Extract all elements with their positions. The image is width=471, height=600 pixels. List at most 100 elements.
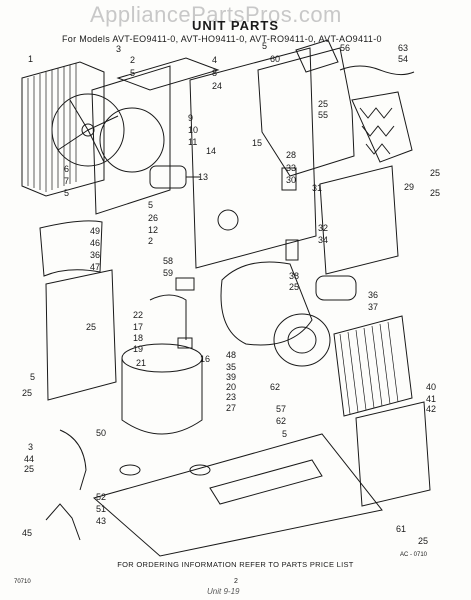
callout-label: 40 <box>426 382 436 392</box>
callout-label: 37 <box>368 302 378 312</box>
callout-label: 5 <box>148 200 153 210</box>
callout-label: 3 <box>28 442 33 452</box>
callout-label: 28 <box>286 150 296 160</box>
callout-label: 38 <box>289 271 299 281</box>
callout-label: 45 <box>22 528 32 538</box>
callout-label: 36 <box>90 250 100 260</box>
model-list: For Models AVT-EO9411-0, AVT-HO9411-0, A… <box>62 34 382 44</box>
callout-label: 3 <box>116 44 121 54</box>
callout-label: 56 <box>340 43 350 53</box>
callout-label: 42 <box>426 404 436 414</box>
handwritten-note: Unit 9-19 <box>207 587 240 596</box>
callout-label: 1 <box>28 54 33 64</box>
callout-label: 32 <box>318 223 328 233</box>
callout-label: 2 <box>148 236 153 246</box>
callout-label: 5 <box>64 188 69 198</box>
condenser-coil-top <box>21 61 105 197</box>
callout-label: 22 <box>133 310 143 320</box>
callout-label: 50 <box>96 428 106 438</box>
overload-relay <box>175 277 195 349</box>
callout-label: 30 <box>286 175 296 185</box>
callout-label: 16 <box>200 354 210 364</box>
callout-label: 19 <box>133 344 143 354</box>
callout-label: 48 <box>226 350 236 360</box>
callout-label: 6 <box>64 164 69 174</box>
callout-label: 17 <box>133 322 143 332</box>
page-title: UNIT PARTS <box>191 18 280 33</box>
center-partition-panel <box>189 47 317 269</box>
callout-label: 5 <box>262 41 267 51</box>
thermostat-bulb <box>339 65 415 76</box>
callout-label: 25 <box>430 188 440 198</box>
watermark: AppliancePartsPros.com <box>90 2 342 27</box>
callout-label: 8 <box>212 68 217 78</box>
front-panel <box>355 401 431 507</box>
callout-label: 23 <box>226 392 236 402</box>
blower-motor <box>315 275 357 301</box>
ordering-note: FOR ORDERING INFORMATION REFER TO PARTS … <box>117 560 354 569</box>
fan-blade <box>51 93 125 167</box>
callout-label: 59 <box>163 268 173 278</box>
base-pan <box>92 433 383 557</box>
callout-label: 51 <box>96 504 106 514</box>
callout-label: 21 <box>136 358 146 368</box>
callout-label: 34 <box>318 235 328 245</box>
heater-element <box>351 91 413 163</box>
callout-label: 41 <box>426 394 436 404</box>
callout-label: 33 <box>286 163 296 173</box>
callout-label: 5 <box>282 429 287 439</box>
callout-label: 52 <box>96 492 106 502</box>
callout-label: 25 <box>289 282 299 292</box>
corner-code: 70710 <box>14 579 31 585</box>
callout-label: 43 <box>96 516 106 526</box>
callout-label: 55 <box>318 110 328 120</box>
callout-label: 11 <box>188 137 197 147</box>
callout-label: 7 <box>64 176 69 186</box>
callout-label: 25 <box>86 322 96 332</box>
callout-label: 25 <box>24 464 34 474</box>
blower-wheel <box>273 313 331 367</box>
callout-label: 62 <box>276 416 286 426</box>
callout-label: 62 <box>270 382 280 392</box>
callout-label: 5 <box>30 372 35 382</box>
callout-label: 5 <box>130 68 135 78</box>
side-panel-right <box>319 165 399 275</box>
left-side-panel <box>39 220 117 401</box>
callout-label: 25 <box>22 388 32 398</box>
callout-label: 12 <box>148 225 158 235</box>
callout-label: 25 <box>418 536 428 546</box>
callout-label: 25 <box>318 99 328 109</box>
callout-label: 13 <box>198 172 208 182</box>
callout-label: 9 <box>188 113 193 123</box>
callout-label: 14 <box>206 146 216 156</box>
callout-label: 18 <box>133 333 143 343</box>
callout-label: 20 <box>226 382 236 392</box>
callout-label: 60 <box>270 54 280 64</box>
callout-label: 4 <box>212 55 217 65</box>
callout-label: 27 <box>226 403 236 413</box>
callout-label: 57 <box>276 404 286 414</box>
capillary-tubing <box>59 294 187 491</box>
callout-labels: 1 2 5 3 4 8 24 5 60 56 63 54 6 7 5 9 10 … <box>22 41 440 546</box>
callout-label: 44 <box>24 454 34 464</box>
power-cord <box>45 503 81 541</box>
callout-label: 54 <box>398 54 408 64</box>
compressor <box>119 343 211 476</box>
evaporator-coil <box>333 315 413 417</box>
callout-label: 15 <box>252 138 262 148</box>
callout-label: 49 <box>90 226 100 236</box>
callout-label: 2 <box>130 55 135 65</box>
page-number: 2 <box>234 578 238 585</box>
callout-label: 26 <box>148 213 158 223</box>
callout-label: 46 <box>90 238 100 248</box>
control-housing <box>257 39 355 177</box>
fan-shroud <box>91 65 171 215</box>
callout-label: 47 <box>90 262 100 272</box>
callout-label: 63 <box>398 43 408 53</box>
callout-label: 10 <box>188 125 198 135</box>
callout-label: 31 <box>312 183 322 193</box>
blower-housing <box>220 261 313 346</box>
callout-label: 39 <box>226 372 236 382</box>
